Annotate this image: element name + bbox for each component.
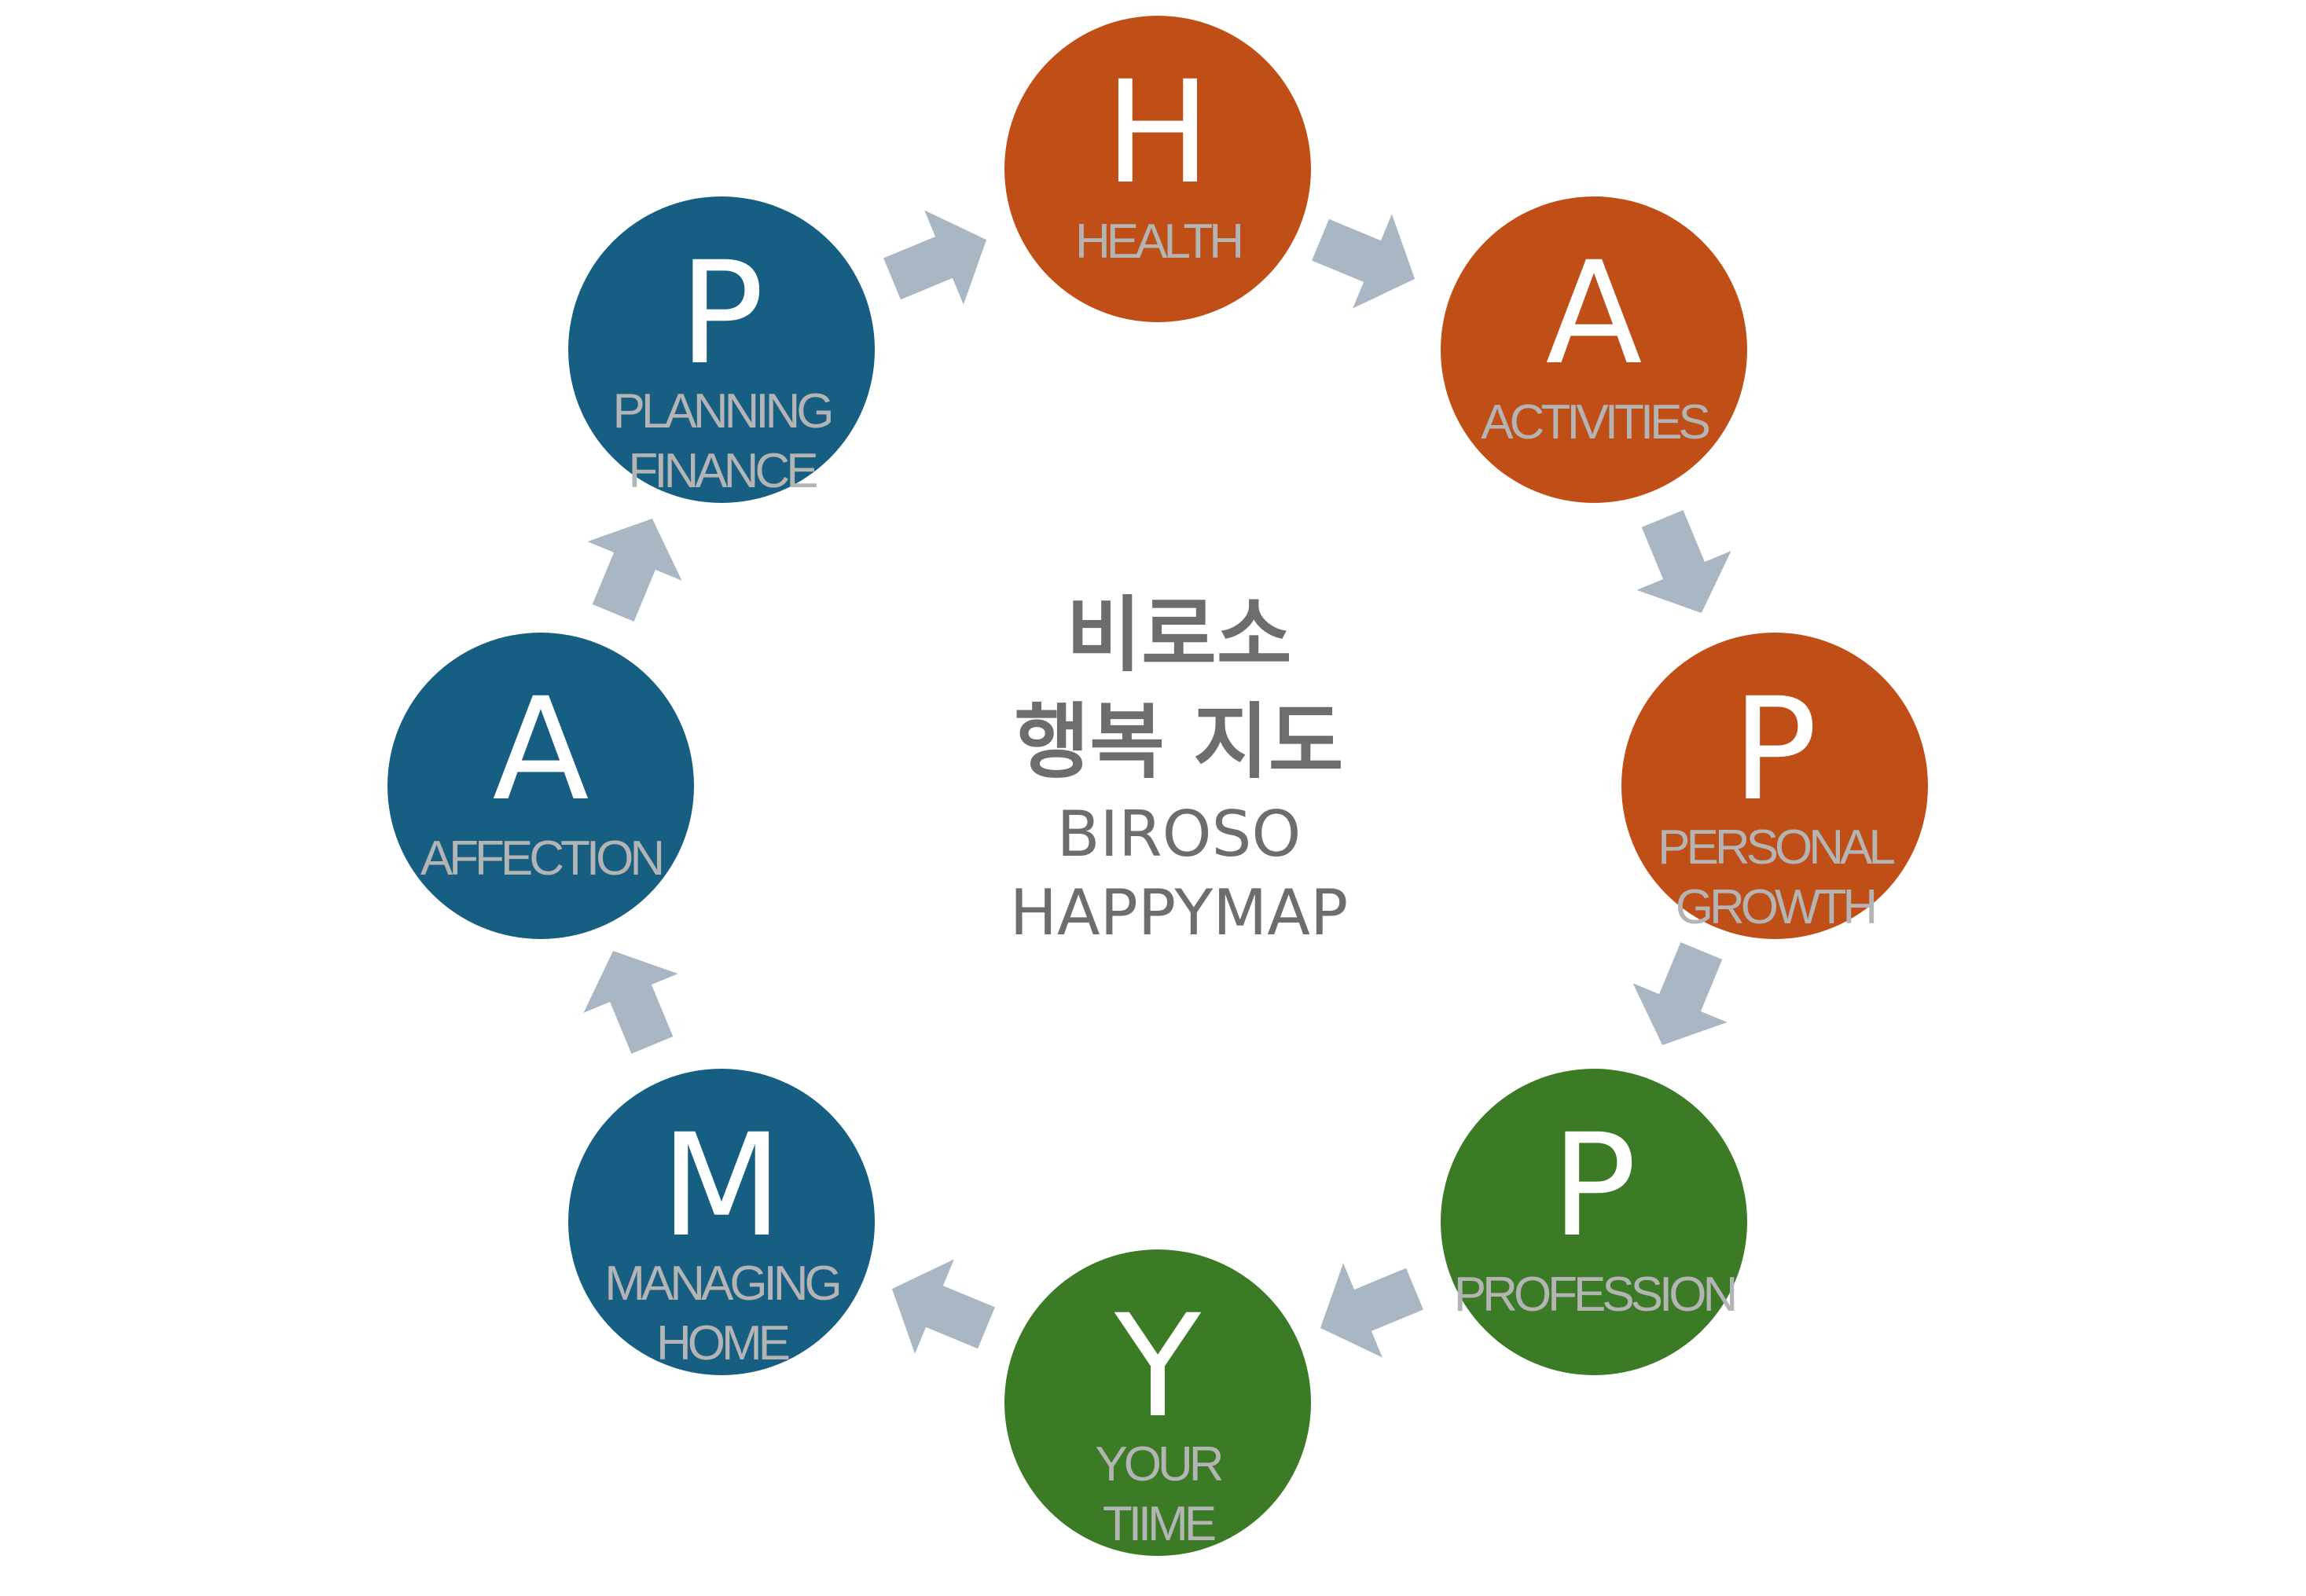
arrow-right-icon [1615,931,1749,1065]
node-label: AFFECTION [420,831,665,886]
title-korean-line2: 행복 지도 [1014,694,1344,790]
arrow-right-icon [872,193,1006,326]
node-affection: A AFFECTION [387,633,694,939]
node-label-line1: PLANNING [612,384,835,438]
node-health: H HEALTH [1004,16,1311,322]
node-label-line1: MANAGING [604,1257,843,1311]
node-letter: Y [1114,1285,1201,1449]
node-label: HEALTH [1074,215,1244,269]
arrow-right-icon [1301,193,1434,326]
node-profession: P PROFESSION [1441,1069,1747,1375]
node-letter: P [1731,668,1818,832]
arrow-right-icon [566,499,700,633]
node-letter: H [1104,51,1211,215]
title-korean-line1: 비로소 [1066,587,1292,683]
center-title: 비로소 행복 지도 BIROSO HAPPYMAP [990,582,1368,952]
node-letter: M [660,1104,783,1268]
node-letter: P [1551,1104,1637,1268]
node-personal-growth: P PERSONAL GROWTH [1621,633,1928,939]
node-label-line1: PERSONAL [1658,820,1896,875]
title-english-line2: HAPPYMAP [1009,876,1349,949]
arrow-right-icon [872,1242,1006,1375]
node-label-line2: HOME [656,1316,791,1370]
node-label-line2: TIIME [1102,1497,1217,1551]
arrow-right-icon [1615,499,1749,633]
node-label-line2: GROWTH [1675,880,1878,934]
node-planning-finance: P PLANNING FINANCE [568,196,875,503]
title-english-line1: BIROSO [1056,798,1302,871]
node-your-time: Y YOUR TIIME [1004,1249,1311,1556]
node-label: ACTIVITIES [1481,395,1711,449]
node-letter: A [492,668,589,832]
node-activities: A ACTIVITIES [1441,196,1747,503]
arrow-right-icon [566,931,700,1065]
node-label-line2: FINANCE [628,444,818,498]
node-label: PROFESSION [1453,1268,1739,1322]
node-label-line1: YOUR [1095,1437,1224,1491]
node-managing-home: M MANAGING HOME [568,1069,875,1375]
arrow-right-icon [1301,1242,1434,1375]
node-letter: P [678,232,765,396]
node-letter: A [1545,232,1643,396]
